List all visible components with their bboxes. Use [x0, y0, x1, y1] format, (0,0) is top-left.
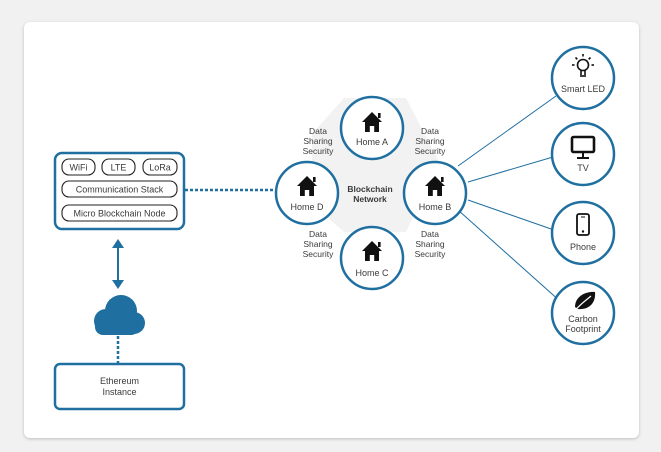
home-a-node: Home A — [339, 95, 405, 161]
phone-icon — [576, 213, 590, 236]
lora-label: LoRa — [149, 163, 171, 173]
wifi-label: WiFi — [70, 163, 88, 173]
micro-blockchain-node-pill — [61, 204, 178, 222]
svg-text:Data: Data — [309, 126, 327, 136]
communication-stack-label: Communication Stack — [76, 185, 164, 195]
svg-text:Security: Security — [303, 249, 334, 259]
svg-text:Security: Security — [303, 146, 334, 156]
tv-node: TV — [550, 121, 616, 187]
svg-text:Sharing: Sharing — [303, 239, 333, 249]
leaf-icon — [573, 291, 596, 312]
home-b-label: Home B — [419, 202, 452, 212]
home-b-node: Home B — [402, 160, 468, 226]
carbon-label-line2: Footprint — [565, 324, 601, 334]
ethereum-line2: Instance — [102, 387, 136, 397]
lora-pill — [142, 158, 178, 176]
smart-led-node: Smart LED — [550, 45, 616, 111]
home-c-label: Home C — [355, 268, 389, 278]
blockchain-network-line1: Blockchain — [347, 184, 392, 194]
tv-label: TV — [577, 163, 589, 173]
edge-label-da: Data Sharing Security — [303, 126, 334, 156]
ethereum-instance-box: Ethereum Instance — [53, 362, 186, 411]
svg-text:Sharing: Sharing — [303, 136, 333, 146]
micro-blockchain-node-label: Micro Blockchain Node — [73, 209, 165, 219]
svg-text:Sharing: Sharing — [415, 239, 445, 249]
lte-label: LTE — [111, 163, 127, 173]
edge-label-bc: Data Sharing Security — [415, 229, 446, 259]
lte-pill — [101, 158, 136, 176]
carbon-footprint-node: Carbon Footprint — [550, 280, 616, 346]
communication-stack-pill — [61, 180, 178, 198]
ethereum-line1: Ethereum — [100, 376, 139, 386]
smart-led-label: Smart LED — [561, 84, 606, 94]
svg-text:Data: Data — [421, 126, 439, 136]
edge-label-ab: Data Sharing Security — [415, 126, 446, 156]
device-links — [457, 95, 562, 303]
phone-label: Phone — [570, 242, 596, 252]
blockchain-network-line2: Network — [353, 194, 387, 204]
cloud-icon — [94, 295, 145, 335]
svg-text:Data: Data — [421, 229, 439, 239]
home-d-node: Home D — [274, 160, 340, 226]
tv-icon — [570, 135, 596, 159]
svg-text:Security: Security — [415, 146, 446, 156]
wifi-pill — [61, 158, 96, 176]
lightbulb-icon — [572, 54, 594, 77]
double-arrow — [112, 239, 124, 289]
carbon-label-line1: Carbon — [568, 314, 598, 324]
device-stack-box: WiFi LTE LoRa Communication Stack Micro … — [53, 151, 186, 231]
edge-label-dc: Data Sharing Security — [303, 229, 334, 259]
svg-text:Security: Security — [415, 249, 446, 259]
home-a-label: Home A — [356, 137, 388, 147]
svg-text:Sharing: Sharing — [415, 136, 445, 146]
home-c-node: Home C — [339, 225, 405, 291]
home-d-label: Home D — [290, 202, 324, 212]
svg-text:Data: Data — [309, 229, 327, 239]
phone-node: Phone — [550, 200, 616, 266]
